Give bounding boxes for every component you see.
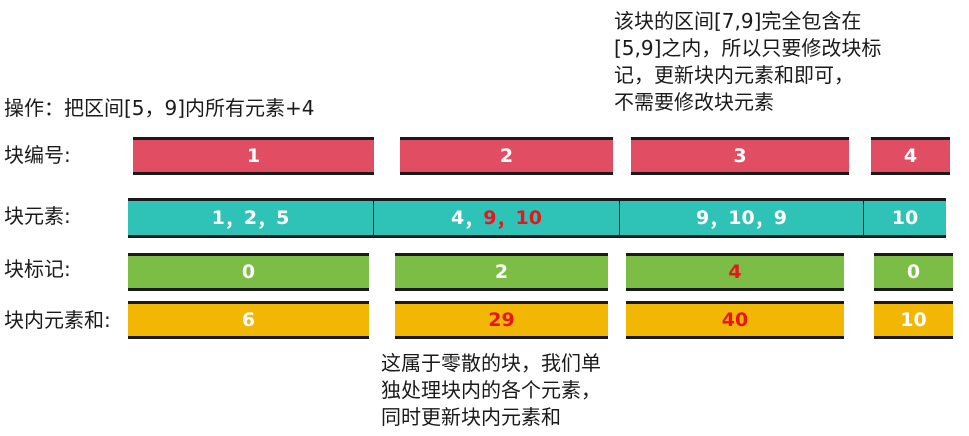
block-id-cell-4: 4 <box>871 137 950 175</box>
block-divider <box>373 201 374 235</box>
block-sum-value: 6 <box>241 309 256 331</box>
block-sum-value-updated: 40 <box>721 309 749 331</box>
element-value: 2 <box>243 207 258 229</box>
element-value: 9 <box>773 207 787 229</box>
block-id-cell-3: 3 <box>631 137 849 175</box>
element-value: 10 <box>891 207 919 229</box>
element-separator: ， <box>464 208 484 231</box>
element-value: 10 <box>728 207 755 229</box>
block-sum-cell-4: 10 <box>874 301 953 339</box>
block-tag-value-updated: 4 <box>728 261 742 283</box>
partial-block-explanation-note: 这属于零散的块，我们单 独处理块内的各个元素， 同时更新块内元素和 <box>381 351 601 429</box>
block-tag-cell-2: 2 <box>395 253 608 291</box>
element-separator: ， <box>496 208 516 231</box>
block-id-cell-1: 1 <box>133 137 374 175</box>
operation-description: 操作：把区间[5，9]内所有元素+4 <box>4 96 315 120</box>
block-elements-cell-3: 9， 10， 9 <box>620 201 863 235</box>
block-tag-cell-3: 4 <box>626 253 844 291</box>
element-separator: ， <box>709 208 729 231</box>
block-id-value: 4 <box>903 145 918 167</box>
block-tag-cell-4: 0 <box>874 253 953 291</box>
element-separator: ， <box>224 208 244 231</box>
element-value: 4 <box>451 207 465 229</box>
block-sum-cell-3: 40 <box>626 301 844 339</box>
block-id-value: 3 <box>733 145 747 167</box>
block-id-cell-2: 2 <box>400 137 613 175</box>
block-elements-cell-4: 10 <box>864 201 946 235</box>
block-divider <box>619 201 620 235</box>
block-elements-row: 1， 2， 5 4， 9， 10 9， 10， 9 10 <box>128 198 946 238</box>
block-sum-cell-1: 6 <box>128 301 369 339</box>
block-tag-value: 0 <box>241 261 256 283</box>
block-sum-value: 10 <box>900 309 927 331</box>
row-label-block-elements: 块元素: <box>4 204 71 228</box>
block-elements-cell-2: 4， 9， 10 <box>374 201 619 235</box>
element-value: 1 <box>211 207 225 229</box>
element-separator: ， <box>257 208 277 231</box>
element-separator: ， <box>754 208 774 231</box>
block-3-explanation-note: 该块的区间[7,9]完全包含在 [5,9]之内，所以只要修改块标 记，更新块内元… <box>614 9 882 114</box>
block-id-value: 1 <box>246 145 261 167</box>
element-value-updated: 10 <box>515 207 542 229</box>
element-value: 9 <box>696 207 710 229</box>
block-tag-cell-1: 0 <box>128 253 369 291</box>
block-sum-cell-2: 29 <box>395 301 608 339</box>
block-sum-value-updated: 29 <box>488 309 515 331</box>
block-divider <box>863 201 864 235</box>
block-id-value: 2 <box>499 145 514 167</box>
row-label-block-id: 块编号: <box>4 143 71 167</box>
element-value: 5 <box>276 207 290 229</box>
element-value-updated: 9 <box>483 207 497 229</box>
block-elements-cell-1: 1， 2， 5 <box>128 201 373 235</box>
row-label-block-tag: 块标记: <box>4 257 71 281</box>
block-tag-value: 2 <box>494 261 509 283</box>
block-tag-value: 0 <box>906 261 921 283</box>
row-label-block-sum: 块内元素和: <box>4 308 111 332</box>
